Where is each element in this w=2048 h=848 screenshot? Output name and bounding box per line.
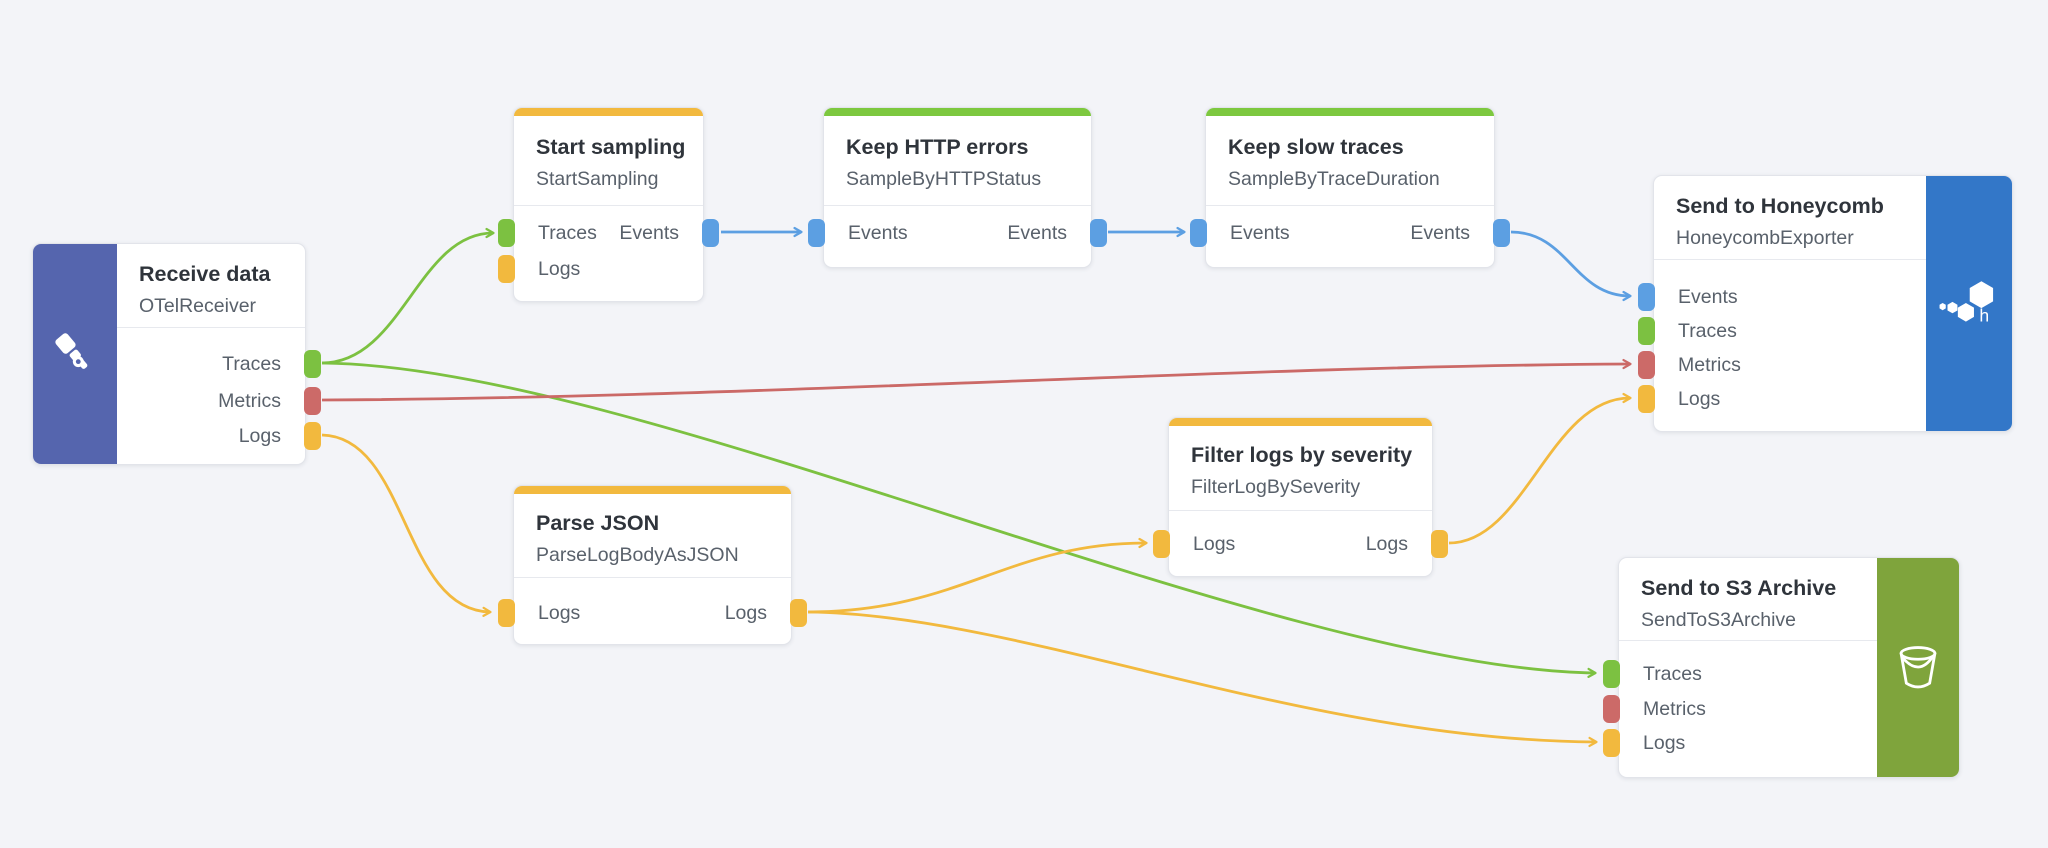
port-honeycomb-events-in[interactable] [1638, 283, 1655, 311]
node-start-sampling[interactable]: Start sampling StartSampling Traces Even… [498, 107, 719, 302]
node-title: Receive data [139, 262, 271, 286]
port-label-traces: Traces [1678, 320, 1737, 342]
port-honeycomb-traces-in[interactable] [1638, 317, 1655, 345]
honeycomb-icon: h [1939, 280, 1994, 325]
node-subtitle: ParseLogBodyAsJSON [536, 543, 739, 566]
node-keep-slow-traces[interactable]: Keep slow traces SampleByTraceDuration E… [1190, 107, 1510, 268]
port-honeycomb-logs-in[interactable] [1638, 385, 1655, 413]
port-receive-traces-out[interactable] [304, 350, 321, 378]
node-title: Filter logs by severity [1191, 443, 1413, 467]
port-label-events: Events [1678, 286, 1738, 308]
port-receive-metrics-out[interactable] [304, 387, 321, 415]
port-parse-json-logs-out[interactable] [790, 599, 807, 627]
honeycomb-icon-panel: h [1926, 176, 2012, 431]
port-keep-slow-events-in[interactable] [1190, 219, 1207, 247]
edge-filter-logs-to-honeycomb-logs[interactable] [1448, 392, 1632, 545]
node-title: Start sampling [536, 135, 686, 159]
port-parse-json-logs-in[interactable] [498, 599, 515, 627]
svg-text:h: h [1979, 305, 1989, 325]
port-label-events-out: Events [1007, 222, 1067, 244]
receiver-icon-panel [33, 244, 117, 464]
node-subtitle: SampleByHTTPStatus [846, 167, 1042, 190]
port-label-traces: Traces [222, 353, 281, 375]
node-keep-http-errors[interactable]: Keep HTTP errors SampleByHTTPStatus Even… [808, 107, 1107, 268]
edge-parse-json-to-filter-logs[interactable] [807, 537, 1148, 614]
node-title: Keep slow traces [1228, 135, 1404, 159]
port-s3-traces-in[interactable] [1603, 660, 1620, 688]
port-label-events-in: Events [848, 222, 908, 244]
node-subtitle: StartSampling [536, 167, 659, 190]
edge-receive-logs-to-parse-json[interactable] [321, 433, 492, 617]
port-label-events: Events [619, 222, 679, 244]
port-start-sampling-events-out[interactable] [702, 219, 719, 247]
port-label-traces: Traces [538, 222, 597, 244]
port-label-logs-out: Logs [724, 602, 767, 624]
node-title: Parse JSON [536, 511, 660, 535]
edge-receive-traces-to-start-sampling[interactable] [321, 227, 495, 365]
node-subtitle: SampleByTraceDuration [1228, 167, 1440, 190]
node-receive-data[interactable]: Receive data OTelReceiver Traces Metrics… [32, 243, 321, 465]
port-label-metrics: Metrics [218, 390, 281, 412]
node-parse-json[interactable]: Parse JSON ParseLogBodyAsJSON Logs Logs [498, 485, 807, 645]
port-label-metrics: Metrics [1643, 698, 1706, 720]
port-label-metrics: Metrics [1678, 354, 1741, 376]
accent-bar [514, 108, 703, 116]
node-subtitle: OTelReceiver [139, 294, 257, 317]
node-subtitle: SendToS3Archive [1641, 608, 1797, 631]
port-label-logs-in: Logs [1193, 533, 1236, 555]
port-s3-logs-in[interactable] [1603, 729, 1620, 757]
node-title: Keep HTTP errors [846, 135, 1029, 159]
s3-icon-panel [1877, 558, 1959, 777]
telescope-icon [55, 333, 88, 369]
edge-receive-traces-to-s3-traces[interactable] [321, 361, 1597, 678]
port-label-events-in: Events [1230, 222, 1290, 244]
node-send-to-honeycomb[interactable]: h Send to Honeycomb HoneycombExporter Ev… [1638, 175, 2013, 432]
node-subtitle: HoneycombExporter [1676, 226, 1854, 249]
edge-receive-metrics-to-honeycomb-metrics[interactable] [321, 358, 1632, 402]
port-label-logs-out: Logs [1365, 533, 1408, 555]
port-label-events-out: Events [1410, 222, 1470, 244]
accent-bar [514, 486, 791, 494]
port-label-logs-in: Logs [538, 602, 581, 624]
port-filter-logs-logs-in[interactable] [1153, 530, 1170, 558]
accent-bar [1169, 418, 1432, 426]
port-keep-http-events-out[interactable] [1090, 219, 1107, 247]
port-filter-logs-logs-out[interactable] [1431, 530, 1448, 558]
port-label-logs: Logs [238, 425, 281, 447]
port-label-traces: Traces [1643, 663, 1702, 685]
port-s3-metrics-in[interactable] [1603, 695, 1620, 723]
edge-parse-json-to-s3-logs[interactable] [807, 610, 1598, 748]
node-filter-logs-by-severity[interactable]: Filter logs by severity FilterLogBySever… [1153, 417, 1448, 577]
port-start-sampling-traces-in[interactable] [498, 219, 515, 247]
bucket-icon [1899, 645, 1937, 688]
port-label-logs: Logs [538, 258, 581, 280]
port-start-sampling-logs-in[interactable] [498, 255, 515, 283]
port-label-logs: Logs [1678, 388, 1721, 410]
node-title: Send to Honeycomb [1676, 194, 1884, 218]
edge-keep-slow-traces-to-honeycomb-events[interactable] [1510, 230, 1632, 302]
accent-bar [1206, 108, 1494, 116]
accent-bar [824, 108, 1091, 116]
port-honeycomb-metrics-in[interactable] [1638, 351, 1655, 379]
port-keep-slow-events-out[interactable] [1493, 219, 1510, 247]
port-receive-logs-out[interactable] [304, 422, 321, 450]
port-label-logs: Logs [1643, 732, 1686, 754]
port-keep-http-events-in[interactable] [808, 219, 825, 247]
node-subtitle: FilterLogBySeverity [1191, 475, 1361, 498]
node-send-to-s3-archive[interactable]: Send to S3 Archive SendToS3Archive Trace… [1603, 557, 1960, 778]
node-title: Send to S3 Archive [1641, 576, 1837, 600]
